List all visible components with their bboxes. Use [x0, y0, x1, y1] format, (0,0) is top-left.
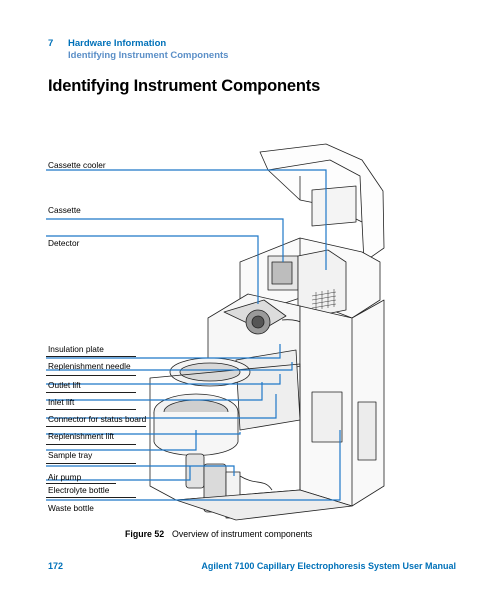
page-number: 172: [48, 561, 64, 571]
label-replenishment-lift: Replenishment lift: [48, 431, 114, 441]
label-rule: [46, 356, 136, 357]
label-insulation-plate: Insulation plate: [48, 344, 104, 354]
manual-title: Agilent 7100 Capillary Electrophoresis S…: [201, 561, 456, 571]
label-sample-tray: Sample tray: [48, 450, 93, 460]
label-rule: [46, 483, 116, 484]
label-connector-status-board: Connector for status board: [48, 414, 147, 424]
figure-number: Figure 52: [125, 529, 165, 539]
chapter-heading: 7 Hardware Information: [48, 38, 166, 49]
label-inlet-lift: Inlet lift: [48, 397, 75, 407]
label-rule: [46, 426, 146, 427]
label-rule: [46, 463, 136, 464]
label-cassette-cooler: Cassette cooler: [48, 160, 106, 170]
section-breadcrumb: Identifying Instrument Components: [68, 50, 229, 61]
chapter-number: 7: [48, 38, 54, 49]
label-electrolyte-bottle: Electrolyte bottle: [48, 485, 110, 495]
figure-caption: Overview of instrument components: [172, 529, 313, 539]
label-rule: [46, 409, 136, 410]
label-waste-bottle: Waste bottle: [48, 503, 94, 513]
label-outlet-lift: Outlet lift: [48, 380, 81, 390]
page-title: Identifying Instrument Components: [48, 77, 321, 95]
label-rule: [46, 444, 136, 445]
label-rule: [46, 375, 136, 376]
label-air-pump: Air pump: [48, 472, 82, 482]
label-rule: [46, 497, 136, 498]
label-replenishment-needle: Replenishment needle: [48, 361, 131, 371]
chapter-title: Hardware Information: [68, 38, 167, 49]
label-rule: [46, 392, 136, 393]
label-cassette: Cassette: [48, 205, 81, 215]
label-detector: Detector: [48, 238, 80, 248]
